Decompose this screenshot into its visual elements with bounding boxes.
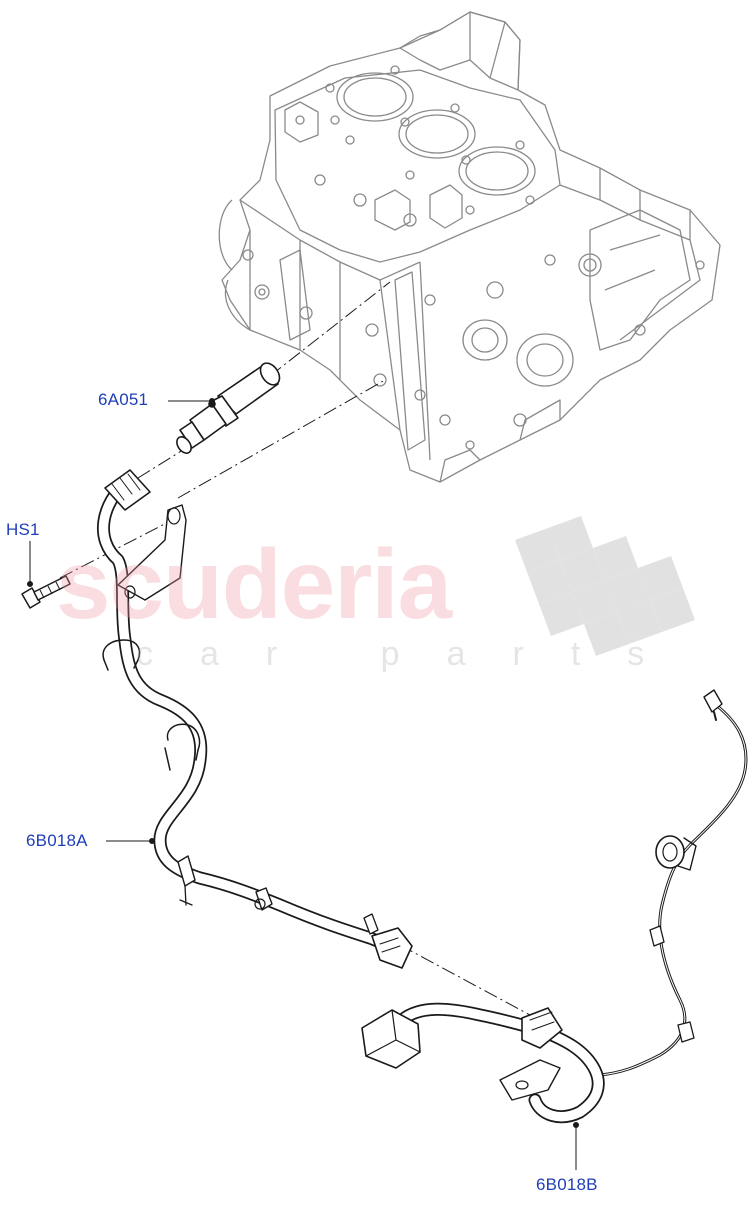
engine-block xyxy=(218,11,721,483)
callout-label-6b018a: 6B018A xyxy=(26,831,88,850)
sensor-6a051 xyxy=(176,362,281,454)
callout-label-6b018b: 6B018B xyxy=(536,1175,598,1194)
callout-label-6a051: 6A051 xyxy=(98,390,149,409)
watermark-tagline: car parts xyxy=(136,635,692,673)
watermark-checker-flag xyxy=(515,516,695,656)
bolt-hs1 xyxy=(21,575,71,609)
watermark-brand: scuderia xyxy=(56,529,452,639)
callout-label-hs1: HS1 xyxy=(6,520,40,539)
callout-leaders xyxy=(27,398,579,1170)
harness-6b018a xyxy=(97,469,413,969)
harness-6b018b xyxy=(361,689,748,1124)
